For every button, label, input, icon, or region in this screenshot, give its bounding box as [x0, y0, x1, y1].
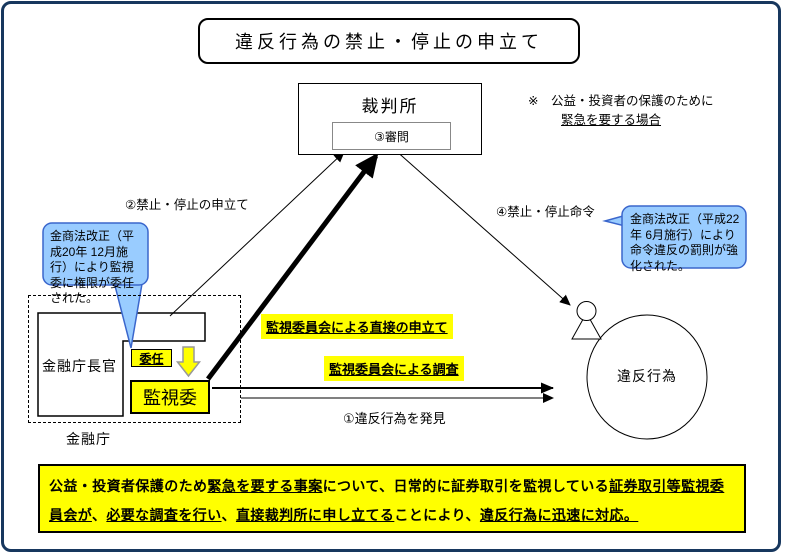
delegation-box: 委任: [131, 349, 172, 367]
person-icon: [571, 301, 602, 340]
direct-petition-label: 監視委員会による直接の申立て: [261, 314, 453, 339]
direct-petition-thick-arrow: [206, 152, 379, 381]
discovery-label: ①違反行為を発見: [343, 411, 446, 426]
petition-arrow: [169, 151, 345, 317]
hearing-box: ③審問: [332, 122, 451, 150]
right-callout-bubble: [621, 205, 747, 269]
diagram-title: 違反行為の禁止・停止の申立て: [198, 18, 580, 64]
left-callout-text: 金商法改正（平成20年 12月施行）により監視委に権限が委任された。: [50, 229, 135, 305]
delegation-down-arrow: [175, 346, 202, 378]
violation-circle: [586, 314, 708, 440]
fsa-dashed-box: [28, 295, 241, 423]
court-box: 裁判所 ③審問: [298, 83, 482, 155]
order-arrow: [393, 148, 571, 306]
right-callout-text: 金商法改正（平成22年 6月施行）により命令違反の罰則が強化された。: [630, 212, 740, 273]
sesc-box: 監視委: [130, 380, 210, 414]
left-callout-bubble: [42, 222, 149, 286]
investigation-label: 監視委員会による調査: [324, 356, 464, 381]
violation-label: 違反行為: [617, 368, 677, 384]
urgency-note-line1: ※ 公益・投資者の保護のために: [528, 94, 714, 108]
summary-box: 公益・投資者保護のため緊急を要する事案について、日常的に証券取引を監視している証…: [38, 464, 746, 533]
commissioner-label: 金融庁長官: [42, 358, 117, 374]
petition-label: ②禁止・停止の申立て: [125, 198, 249, 212]
fsa-label: 金融庁: [66, 431, 111, 447]
order-label: ④禁止・停止命令: [496, 205, 595, 219]
commissioner-box-shape: [37, 312, 206, 417]
urgency-note-line2: 緊急を要する場合: [561, 113, 662, 127]
court-label: 裁判所: [361, 97, 419, 116]
urgency-note: ※ 公益・投資者の保護のために 緊急を要する場合: [528, 92, 758, 130]
